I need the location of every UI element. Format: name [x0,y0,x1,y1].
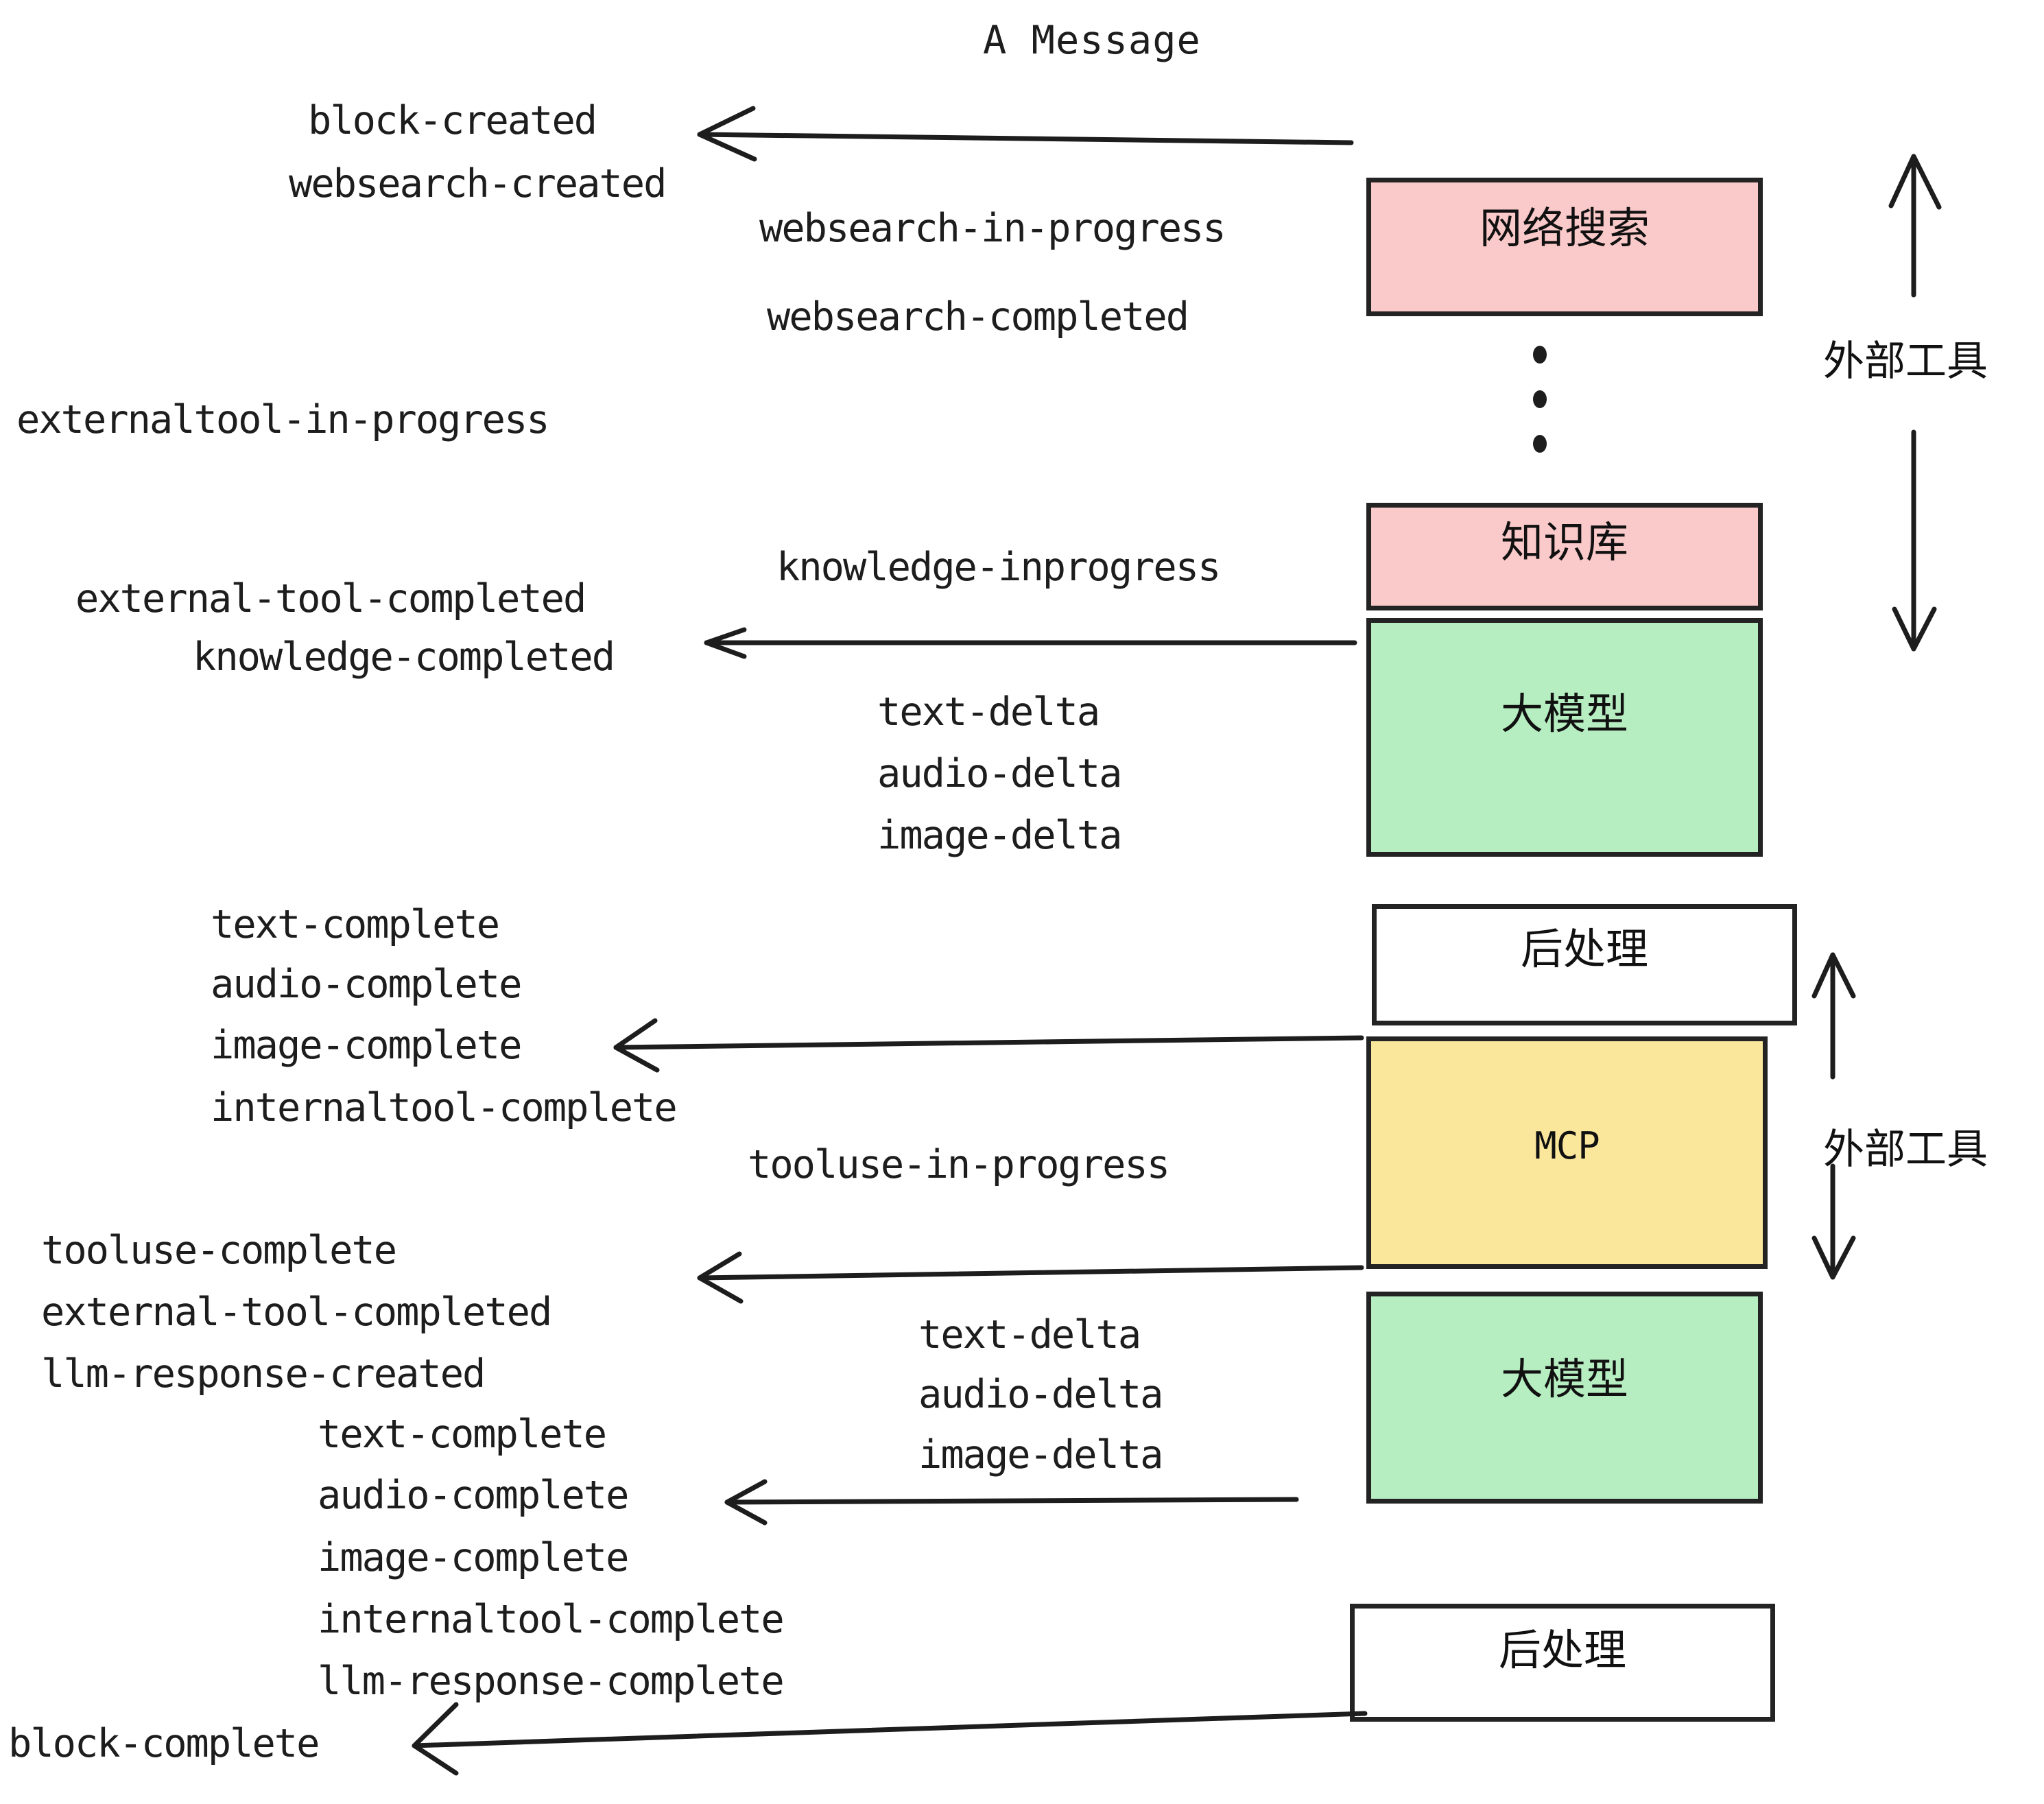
event-text-complete-2: text-complete [318,1412,607,1457]
node-llm-top-label: 大模型 [1500,689,1628,739]
event-text-complete-1: text-complete [211,902,500,947]
node-llm-bottom-label: 大模型 [1500,1354,1628,1404]
arrow-knowledge-to-completed [704,627,1357,659]
event-websearch-completed: websearch-completed [767,294,1189,340]
node-postprocess-bottom[interactable]: 后处理 [1350,1604,1775,1722]
node-websearch[interactable]: 网络搜索 [1366,178,1763,316]
arrow-websearch-to-created [697,106,1354,162]
event-websearch-created: websearch-created [289,161,667,206]
event-internaltool-complete-1: internaltool-complete [211,1085,678,1130]
node-websearch-label: 网络搜索 [1479,203,1650,253]
node-postprocess-bottom-label: 后处理 [1498,1625,1626,1675]
arrow-llm-to-audio-complete [724,1479,1299,1526]
event-llm-response-complete: llm-response-complete [318,1659,785,1704]
event-audio-delta-1: audio-delta [877,751,1122,796]
event-text-delta-1: text-delta [877,689,1100,735]
event-image-complete-2: image-complete [318,1535,629,1580]
external-tools-bottom-arrow [1811,952,1856,1280]
arrow-mcp-to-tooluse-complete [697,1251,1364,1304]
vertical-ellipsis-icon [1532,346,1548,453]
node-mcp[interactable]: MCP [1366,1036,1768,1269]
node-knowledge-label: 知识库 [1500,517,1628,567]
node-llm-top[interactable]: 大模型 [1366,618,1763,857]
node-postprocess-top-label: 后处理 [1520,924,1648,974]
node-llm-bottom[interactable]: 大模型 [1366,1292,1763,1504]
node-mcp-label: MCP [1534,1124,1600,1167]
event-websearch-in-progress: websearch-in-progress [759,206,1226,251]
event-internaltool-complete-2: internaltool-complete [318,1597,785,1642]
event-tooluse-in-progress: tooluse-in-progress [748,1142,1170,1187]
event-image-delta-2: image-delta [918,1432,1163,1477]
event-externaltool-in-progress: externaltool-in-progress [16,397,550,442]
event-tooluse-complete: tooluse-complete [41,1228,397,1273]
event-block-created: block-created [308,98,597,143]
event-text-delta-2: text-delta [918,1312,1141,1357]
node-knowledge[interactable]: 知识库 [1366,503,1763,610]
event-external-tool-completed-1: external-tool-completed [75,576,586,621]
event-audio-complete-1: audio-complete [211,962,522,1007]
event-image-complete-1: image-complete [211,1023,522,1068]
external-tools-bottom-label: 外部工具 [1823,1126,1988,1174]
event-llm-response-created: llm-response-created [41,1351,486,1397]
event-audio-complete-2: audio-complete [318,1473,629,1518]
event-image-delta-1: image-delta [877,813,1122,858]
page-title: A Message [983,18,1201,63]
event-external-tool-completed-2: external-tool-completed [41,1290,552,1335]
external-tools-top-arrow [1888,154,1942,652]
event-audio-delta-2: audio-delta [918,1372,1163,1417]
event-knowledge-inprogress: knowledge-inprogress [776,545,1221,590]
arrow-postprocess-to-block-complete [412,1702,1368,1776]
event-knowledge-completed: knowledge-completed [193,634,615,680]
event-block-complete: block-complete [8,1721,320,1766]
external-tools-top-label: 外部工具 [1823,337,1988,385]
node-postprocess-top[interactable]: 后处理 [1372,904,1797,1025]
arrow-postprocess-to-image-complete [613,1018,1364,1073]
